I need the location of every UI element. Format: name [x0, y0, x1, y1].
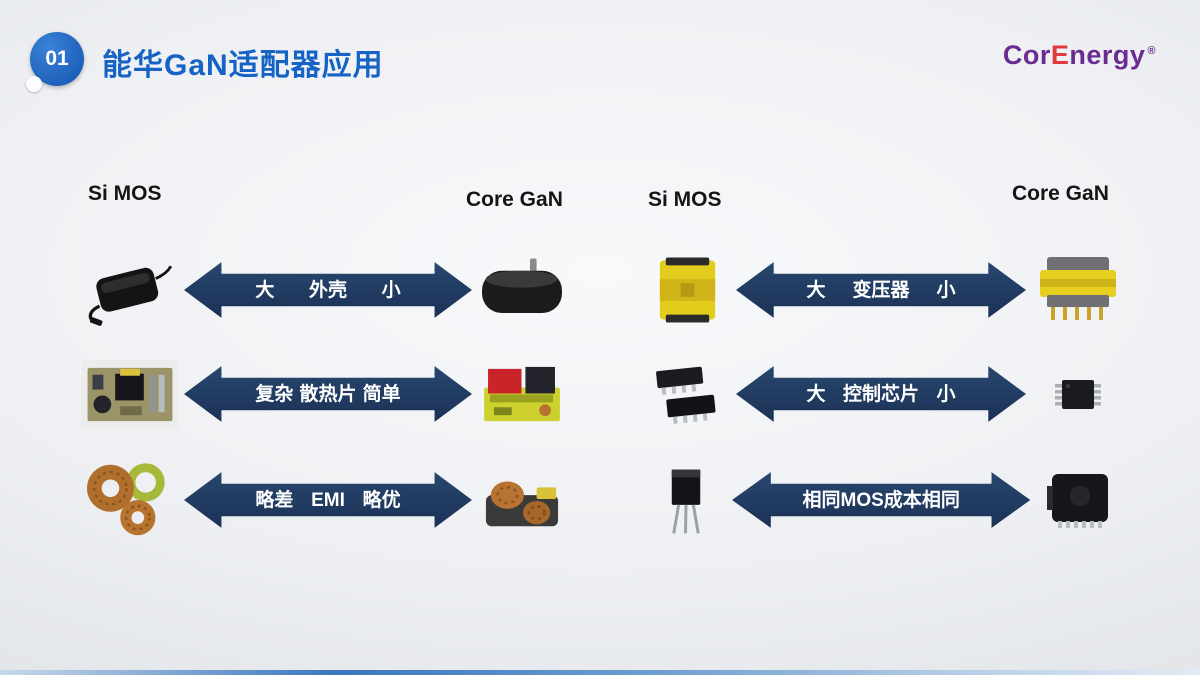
comparison-arrow: 大 外壳 小	[184, 262, 472, 318]
page-title: 能华GaN适配器应用	[102, 49, 384, 82]
comparison-arrow: 大 变压器 小	[736, 262, 1026, 318]
arrow-center-label: 控制芯片	[842, 383, 919, 405]
arrow-center-label: MOS成本	[840, 489, 922, 511]
column-header-core-gan: Core GaN	[466, 188, 563, 211]
logo-text-cor: Cor	[1002, 40, 1051, 70]
arrow-right-label: 小	[936, 383, 956, 405]
arrow-right-label: 简单	[362, 383, 401, 405]
logo-text-e: E	[1050, 40, 1070, 70]
bottom-accent-bar	[0, 670, 1200, 675]
column-header-si-mos: Si MOS	[88, 182, 162, 205]
arrow-right-label: 略优	[362, 489, 401, 511]
comparison-group-adapter: Si MOS Core GaN 大 外壳 小	[78, 182, 570, 552]
comparison-arrow: 相同 MOS成本 相同	[732, 472, 1031, 528]
badge-dot	[26, 76, 42, 92]
gan-psu-board-image	[474, 362, 570, 426]
gan-adapter-case-image	[474, 250, 570, 330]
gan-smd-ic-image	[1028, 373, 1128, 415]
arrow-center-label: 外壳	[308, 279, 347, 301]
comparison-row-transformer: 大 变压器 小	[642, 244, 1128, 336]
arrow-center-label: 散热片	[299, 383, 357, 405]
comparison-row-heatsink: 复杂 散热片 简单	[78, 348, 570, 440]
arrow-right-label: 小	[936, 279, 956, 301]
arrow-center-label: 变压器	[852, 279, 910, 301]
comparison-row-emi: 略差 EMI 略优	[78, 454, 570, 546]
registered-mark: ®	[1147, 45, 1156, 57]
comparison-row-case: 大 外壳 小	[78, 244, 570, 336]
column-header-si-mos: Si MOS	[648, 188, 722, 211]
logo-text-nergy: nergy	[1069, 40, 1146, 70]
comparison-arrow: 略差 EMI 略优	[184, 472, 472, 528]
si-power-adapter-image	[78, 251, 182, 329]
arrow-left-label: 相同	[802, 489, 841, 511]
arrow-left-label: 大	[806, 279, 826, 301]
si-dip-ic-image	[642, 361, 734, 427]
comparison-arrow: 复杂 散热片 简单	[184, 366, 472, 422]
gan-emi-filter-image	[474, 462, 570, 538]
si-to220-mosfet-image	[642, 462, 730, 538]
arrow-left-label: 大	[806, 383, 826, 405]
arrow-right-label: 相同	[921, 489, 960, 511]
si-psu-board-image	[78, 357, 182, 431]
arrow-left-label: 复杂	[255, 383, 294, 405]
comparison-row-control-ic: 大 控制芯片 小	[642, 348, 1128, 440]
arrow-left-label: 大	[255, 279, 275, 301]
corenergy-logo: CorEnergy®	[1003, 40, 1156, 71]
si-toroid-inductors-image	[78, 456, 182, 544]
column-header-core-gan: Core GaN	[1012, 182, 1109, 205]
gan-power-package-image	[1032, 468, 1128, 532]
arrow-center-label: EMI	[311, 489, 345, 511]
arrow-left-label: 略差	[255, 489, 294, 511]
comparison-group-components: Si MOS Core GaN 大 变压器 小	[642, 182, 1128, 552]
si-transformer-image	[642, 255, 734, 325]
comparison-arrow: 大 控制芯片 小	[736, 366, 1026, 422]
comparison-row-mos-cost: 相同 MOS成本 相同	[642, 454, 1128, 546]
arrow-right-label: 小	[381, 279, 401, 301]
gan-transformer-image	[1028, 253, 1128, 327]
